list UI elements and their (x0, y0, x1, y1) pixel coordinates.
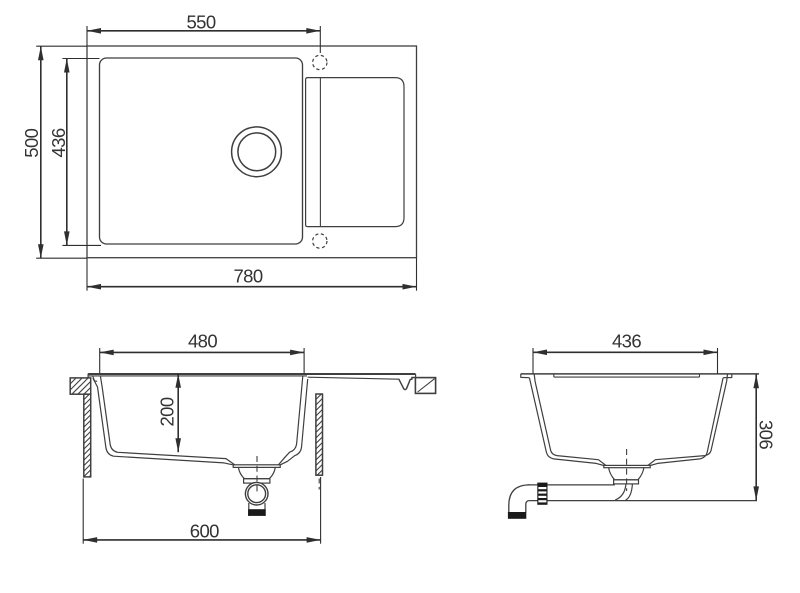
svg-text:550: 550 (186, 11, 215, 32)
svg-text:200: 200 (157, 397, 178, 426)
svg-text:306: 306 (756, 420, 777, 449)
svg-text:480: 480 (188, 331, 217, 352)
svg-text:436: 436 (612, 331, 641, 352)
svg-text:500: 500 (21, 128, 42, 157)
svg-text:436: 436 (48, 128, 69, 157)
svg-text:780: 780 (233, 266, 262, 287)
svg-text:600: 600 (190, 521, 219, 542)
